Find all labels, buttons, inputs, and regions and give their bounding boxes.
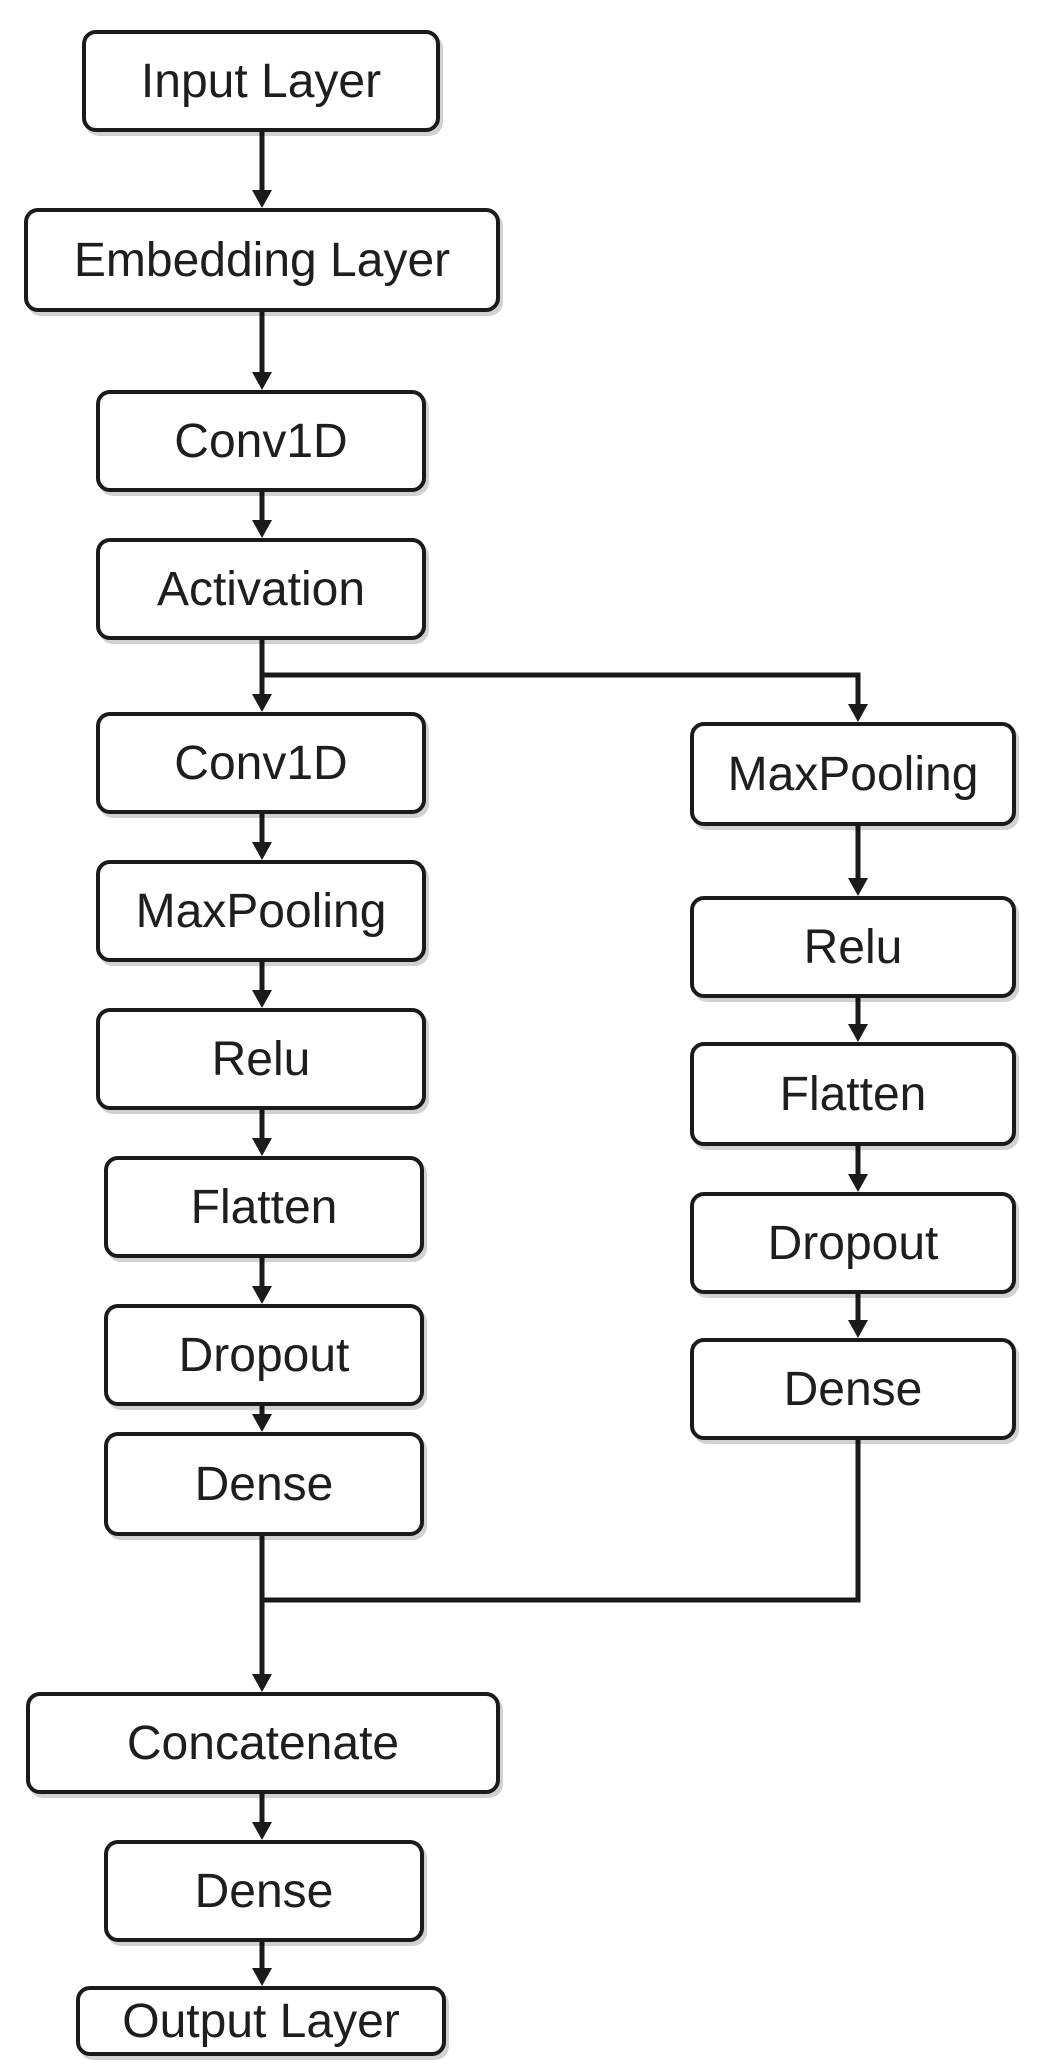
arrow-right-dense-to-concatenate xyxy=(262,1440,861,1603)
node-left-relu: Relu xyxy=(96,1008,426,1110)
node-right-flatten: Flatten xyxy=(690,1042,1016,1146)
arrowhead xyxy=(252,520,272,538)
node-left-maxpooling: MaxPooling xyxy=(96,860,426,962)
arrowhead xyxy=(848,1024,868,1042)
arrowhead xyxy=(848,1320,868,1338)
arrowhead xyxy=(848,704,868,722)
node-activation: Activation xyxy=(96,538,426,640)
arrowhead xyxy=(848,878,868,896)
arrowhead xyxy=(848,1174,868,1192)
node-right-dense: Dense xyxy=(690,1338,1016,1440)
arrow-activation-to-right-maxpooling xyxy=(262,672,861,704)
arrowhead xyxy=(252,1286,272,1304)
node-output-layer: Output Layer xyxy=(76,1986,446,2056)
node-left-conv1d: Conv1D xyxy=(96,712,426,814)
node-left-dense: Dense xyxy=(104,1432,424,1536)
node-conv1d: Conv1D xyxy=(96,390,426,492)
arrowhead xyxy=(252,694,272,712)
node-right-dropout: Dropout xyxy=(690,1192,1016,1294)
node-right-relu: Relu xyxy=(690,896,1016,998)
node-concatenate: Concatenate xyxy=(26,1692,500,1794)
node-left-flatten: Flatten xyxy=(104,1156,424,1258)
node-left-dropout: Dropout xyxy=(104,1304,424,1406)
arrowhead xyxy=(252,372,272,390)
arrowhead xyxy=(252,842,272,860)
arrowhead xyxy=(252,1822,272,1840)
arrowhead xyxy=(252,190,272,208)
node-right-maxpooling: MaxPooling xyxy=(690,722,1016,826)
arrowhead xyxy=(252,1674,272,1692)
arrowhead xyxy=(252,1968,272,1986)
arrowhead xyxy=(252,1414,272,1432)
arrowhead xyxy=(252,990,272,1008)
arrowhead xyxy=(252,1138,272,1156)
node-input-layer: Input Layer xyxy=(82,30,440,132)
node-dense: Dense xyxy=(104,1840,424,1942)
node-embedding-layer: Embedding Layer xyxy=(24,208,500,312)
